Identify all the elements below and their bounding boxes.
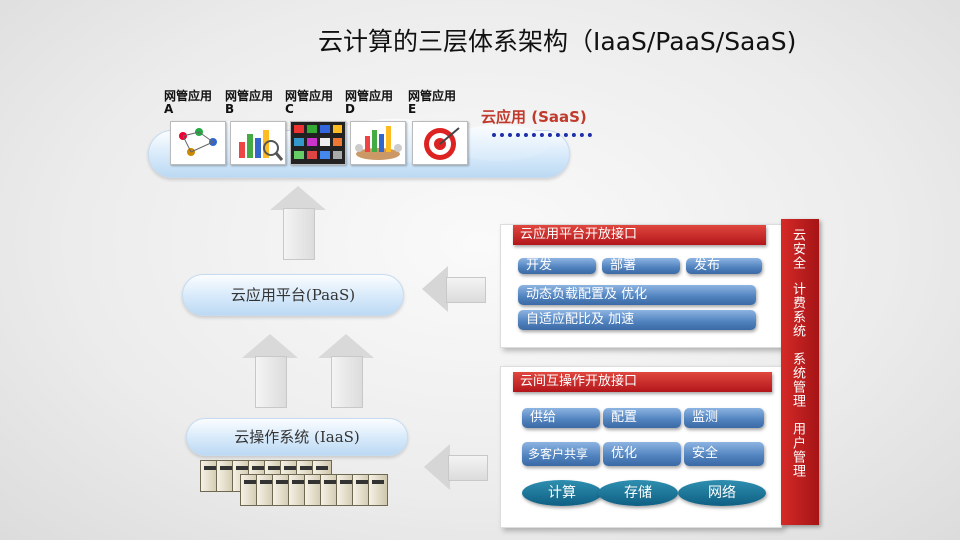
paas-cloud: 云应用平台(PaaS) — [182, 274, 404, 316]
user-management-label: 用户管理 — [790, 422, 805, 478]
server-rack-icon — [200, 456, 400, 514]
provision-button[interactable]: 供给 — [522, 408, 600, 428]
up-arrow-icon — [242, 334, 300, 408]
up-arrow-icon — [318, 334, 376, 408]
bar-chart-magnifier-icon[interactable] — [230, 121, 286, 165]
left-arrow-icon — [424, 444, 488, 490]
page-title: 云计算的三层体系架构（IaaS/PaaS/SaaS) — [318, 27, 797, 56]
configure-button[interactable]: 配置 — [603, 408, 681, 428]
interop-panel-header: 云间互操作开放接口 — [513, 372, 772, 392]
cloud-security-label: 云安全 — [790, 228, 805, 270]
network-button[interactable]: 网络 — [678, 480, 766, 506]
multi-tenant-button[interactable]: 多客户共享 — [522, 442, 600, 466]
system-management-label: 系统管理 — [790, 352, 805, 408]
compute-button[interactable]: 计算 — [522, 480, 602, 506]
storage-button[interactable]: 存储 — [598, 480, 678, 506]
left-arrow-icon — [422, 266, 486, 312]
network-people-icon[interactable] — [170, 121, 226, 165]
paas-label: 云应用平台(PaaS) — [230, 286, 356, 304]
dynamic-load-button[interactable]: 动态负载配置及 优化 — [518, 285, 756, 305]
deploy-button[interactable]: 部署 — [602, 258, 680, 274]
billing-system-label: 计费系统 — [790, 282, 805, 338]
publish-button[interactable]: 发布 — [686, 258, 762, 274]
optimize-button[interactable]: 优化 — [603, 442, 681, 466]
develop-button[interactable]: 开发 — [518, 258, 596, 274]
saas-label: 云应用 (SaaS) — [481, 108, 587, 126]
app-grid-icon[interactable] — [290, 121, 346, 165]
adaptive-ratio-button[interactable]: 自适应配比及 加速 — [518, 310, 756, 330]
monitor-button[interactable]: 监测 — [684, 408, 764, 428]
up-arrow-icon — [270, 186, 328, 260]
iaas-cloud: 云操作系统 (IaaS) — [186, 418, 408, 456]
management-sidebar — [781, 219, 819, 525]
platform-panel-header: 云应用平台开放接口 — [513, 225, 766, 245]
security-button[interactable]: 安全 — [684, 442, 764, 466]
dotted-line — [492, 133, 592, 137]
meeting-chart-icon[interactable] — [350, 121, 406, 165]
target-icon[interactable] — [412, 121, 468, 165]
iaas-label: 云操作系统 (IaaS) — [234, 428, 360, 446]
